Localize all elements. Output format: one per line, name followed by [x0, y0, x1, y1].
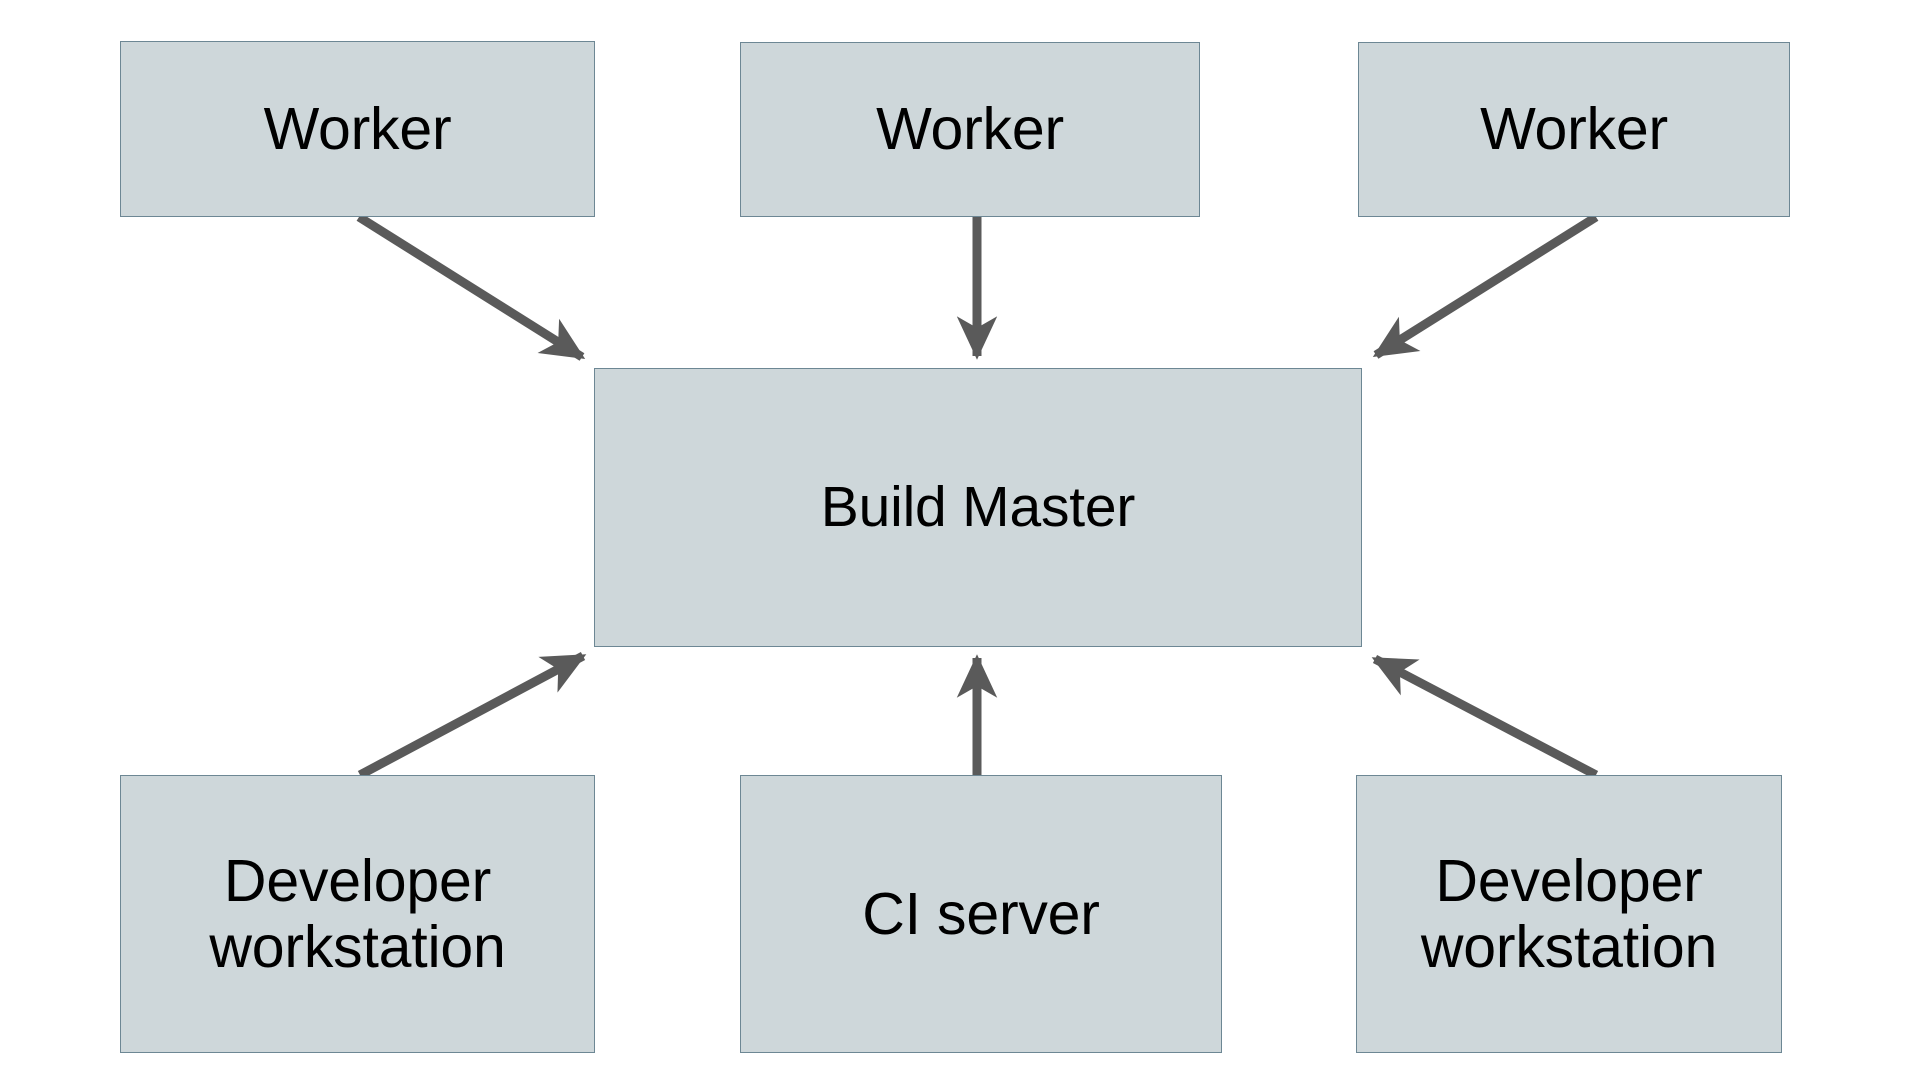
- node-worker-2-label: Worker: [876, 96, 1064, 163]
- node-developer-workstation-right-label: Developer workstation: [1420, 847, 1718, 980]
- edge-worker3-to-buildmaster: [1372, 213, 1599, 359]
- node-developer-workstation-left[interactable]: Developer workstation: [120, 775, 595, 1053]
- node-ci-server-label: CI server: [862, 880, 1100, 947]
- node-worker-1-label: Worker: [263, 95, 452, 162]
- edge-devws2-to-buildmaster: [1371, 655, 1599, 779]
- node-build-master[interactable]: Build Master: [594, 368, 1362, 647]
- node-worker-3-label: Worker: [1480, 96, 1668, 163]
- node-worker-1[interactable]: Worker: [120, 41, 595, 217]
- node-developer-workstation-right[interactable]: Developer workstation: [1356, 775, 1782, 1053]
- node-ci-server[interactable]: CI server: [740, 775, 1222, 1053]
- node-worker-2[interactable]: Worker: [740, 42, 1200, 217]
- edge-devws1-to-buildmaster: [357, 652, 587, 779]
- node-developer-workstation-left-label: Developer workstation: [209, 847, 506, 980]
- node-worker-3[interactable]: Worker: [1358, 42, 1790, 217]
- node-build-master-label: Build Master: [820, 474, 1136, 539]
- edge-worker1-to-buildmaster: [356, 213, 586, 361]
